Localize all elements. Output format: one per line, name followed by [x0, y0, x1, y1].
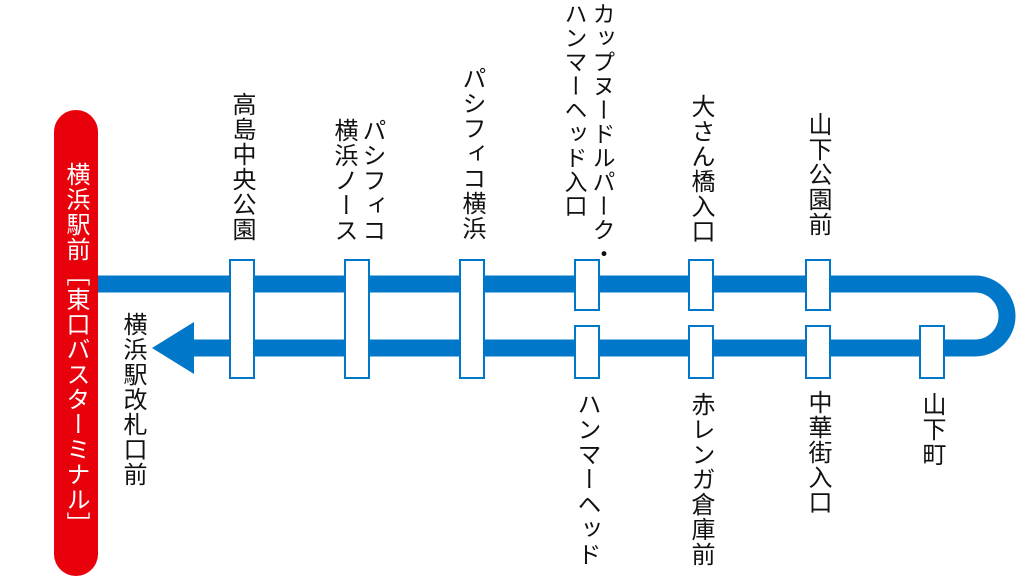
stop-marker-yamashita-koen: [805, 259, 831, 311]
end-stop-label: 横浜駅改札口前: [119, 312, 147, 487]
stop-marker-cupnoodle: [574, 259, 600, 311]
stop-label-yamashita-koen: 山下公園前: [804, 112, 832, 237]
terminus-label: 横浜駅前［東口バスターミナル］: [62, 162, 90, 537]
stop-label-pacifico-north: パシフィコ 横浜ノース: [330, 118, 386, 243]
stop-label-osanbashi: 大さん橋入口: [687, 94, 715, 244]
stop-marker-hammerhead: [574, 325, 600, 379]
direction-arrow: [152, 322, 194, 374]
stop-label-pacifico-north-line2: 横浜ノース: [330, 118, 358, 243]
stop-label-cupnoodle-line2: ハンマーヘッド入口: [560, 2, 586, 218]
route-path: [92, 275, 1016, 357]
stop-marker-chukagai: [805, 325, 831, 379]
stop-label-cupnoodle-line1: カップヌードルパーク・: [588, 2, 614, 266]
stop-marker-osanbashi: [688, 259, 714, 311]
stop-marker-pacifico: [459, 259, 485, 379]
stop-label-pacifico: パシフィコ横浜: [458, 66, 486, 241]
stop-marker-yamashitacho: [919, 325, 945, 379]
stop-marker-akarenga: [688, 325, 714, 379]
stop-marker-takashima: [229, 259, 255, 379]
stop-label-cupnoodle: カップヌードルパーク・ ハンマーヘッド入口: [559, 2, 615, 266]
stop-label-akarenga: 赤レンガ倉庫前: [687, 392, 715, 567]
stop-label-pacifico-north-line1: パシフィコ: [358, 118, 386, 243]
stop-label-yamashitacho: 山下町: [918, 392, 946, 467]
stop-label-hammerhead: ハンマーヘッド: [573, 392, 601, 567]
stop-label-chukagai: 中華街入口: [804, 390, 832, 515]
terminus-badge: 横浜駅前［東口バスターミナル］: [54, 110, 98, 576]
stop-marker-pacifico-north: [344, 259, 370, 379]
stop-label-takashima: 高島中央公園: [228, 92, 256, 242]
